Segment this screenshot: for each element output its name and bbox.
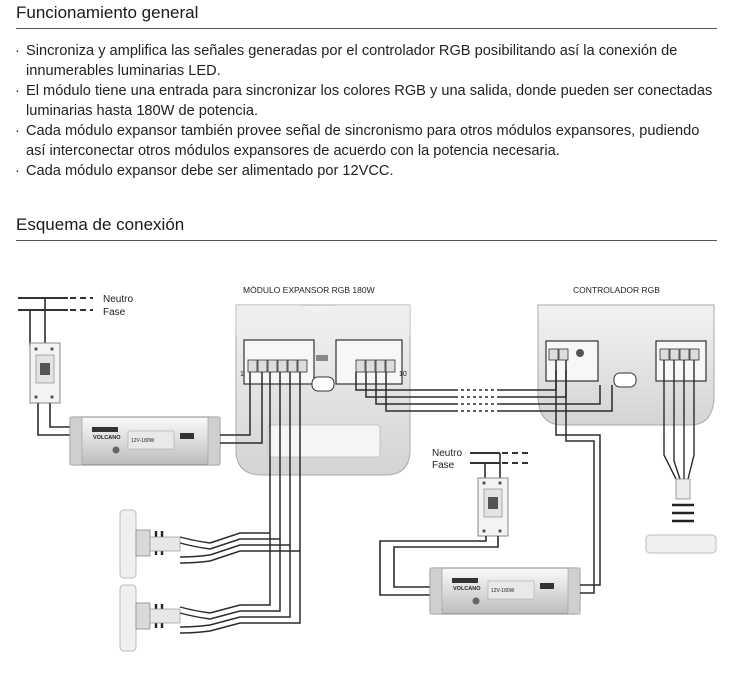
fase-label-left: Fase — [103, 307, 126, 318]
terminal-number-1: 1 — [240, 371, 244, 378]
section-title-funcionamiento: Funcionamiento general — [16, 3, 199, 22]
section-divider-2 — [16, 240, 717, 241]
fase-label-right: Fase — [432, 460, 455, 471]
breaker-right — [477, 477, 509, 537]
rgb-luminaire — [645, 478, 717, 554]
rgb-controller-label: CONTROLADOR RGB — [573, 285, 660, 295]
bullet-item: Cada módulo expansor también provee seña… — [14, 121, 719, 161]
power-supply-left: VOLCANO 12V-180W — [69, 416, 221, 466]
neutro-label-left: Neutro — [103, 294, 133, 305]
bullet-list: Sincroniza y amplifica las señales gener… — [14, 41, 719, 181]
expander-module-label: MÓDULO EXPANSOR RGB 180W — [243, 285, 375, 295]
terminal-number-10: 10 — [399, 371, 407, 378]
power-supply-model-left: 12V-180W — [131, 438, 155, 444]
power-supply-brand-right: VOLCANO — [453, 586, 481, 592]
luminaire-wires — [209, 372, 301, 632]
luminaire-2 — [119, 584, 181, 652]
luminaire-1 — [119, 509, 181, 579]
bullet-item: Sincroniza y amplifica las señales gener… — [14, 41, 719, 81]
section-divider-1 — [16, 28, 717, 29]
connection-diagram: Neutro Fase VOLCANO 12V-180W — [18, 285, 717, 652]
power-supply-right: VOLCANO 12V-180W — [429, 567, 581, 615]
breaker-left — [29, 342, 61, 404]
section-title-esquema: Esquema de conexión — [16, 215, 185, 234]
neutro-label-right: Neutro — [432, 448, 462, 459]
power-supply-model-right: 12V-180W — [491, 588, 515, 594]
bullet-item: Cada módulo expansor debe ser alimentado… — [14, 161, 719, 181]
rgb-controller — [537, 304, 715, 426]
bullet-item: El módulo tiene una entrada para sincron… — [14, 81, 719, 121]
mains-lines-left — [18, 297, 93, 311]
power-supply-brand-left: VOLCANO — [93, 435, 121, 441]
